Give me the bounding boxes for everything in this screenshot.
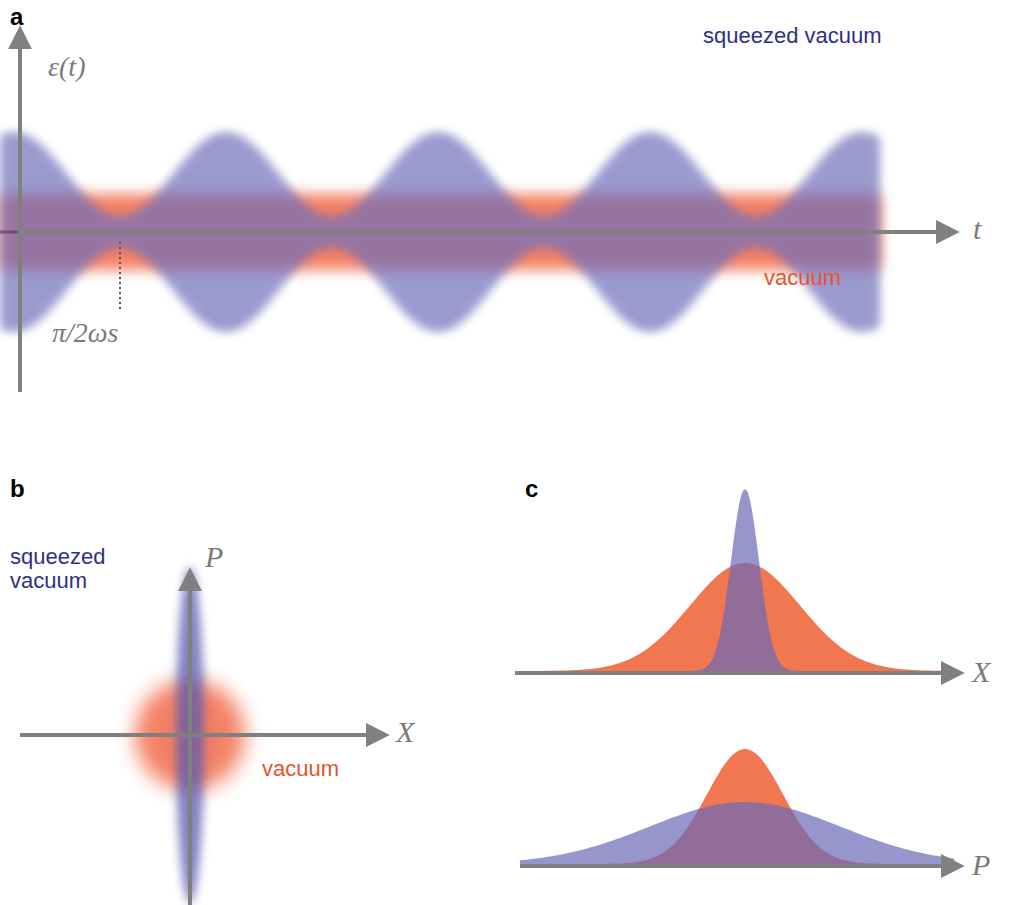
axis — [515, 671, 960, 675]
dotted-marker — [119, 242, 121, 312]
curve-label: squeezed vacuum — [10, 545, 120, 593]
panel-letter: a — [10, 4, 23, 30]
axis-label: X — [396, 715, 414, 748]
panel-letter: c — [525, 476, 538, 502]
axis — [20, 733, 385, 737]
axis-label: t — [973, 212, 981, 245]
squeezed-curve — [640, 490, 850, 672]
axis — [188, 572, 192, 905]
axis-label: ε(t) — [48, 52, 85, 83]
axis-label: P — [205, 540, 223, 573]
time-marker: π/2ωs — [52, 318, 118, 349]
curve-label: vacuum — [764, 266, 841, 290]
curve-label: squeezed vacuum — [703, 24, 882, 48]
curve-label: vacuum — [262, 757, 339, 781]
axis-label: X — [972, 655, 990, 688]
squeezed-curve — [520, 802, 955, 864]
axis — [520, 864, 960, 868]
axis-label: P — [972, 848, 990, 881]
panel-letter: b — [10, 476, 25, 502]
axis — [18, 30, 22, 392]
axis — [20, 230, 955, 234]
